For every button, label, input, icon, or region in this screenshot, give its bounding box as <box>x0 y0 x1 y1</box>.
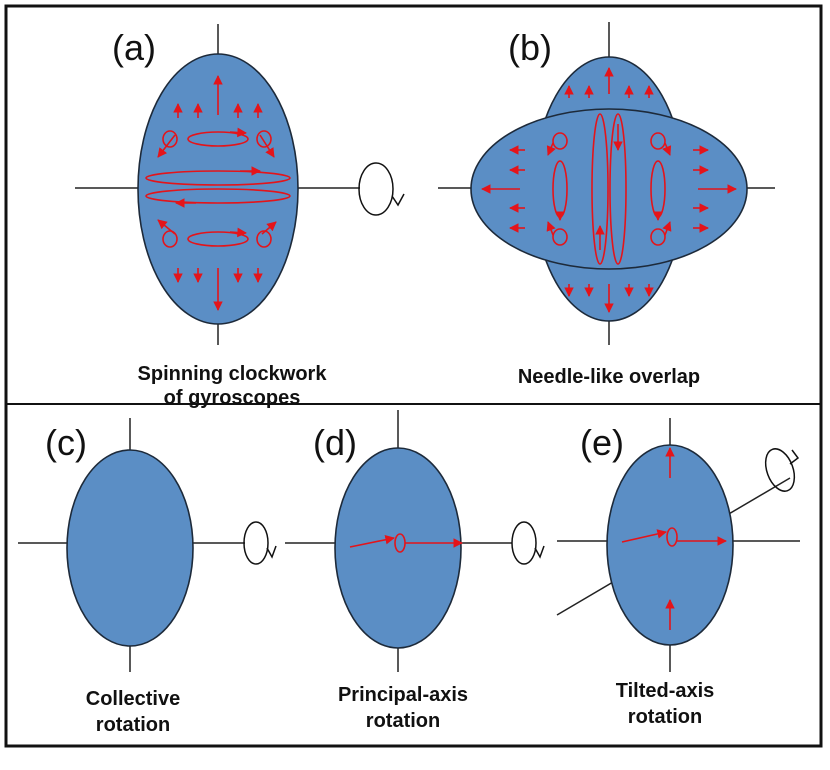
panel-b-flow-pattern <box>481 67 737 313</box>
panel-e: (e) Tilted-axis rotation <box>556 418 800 728</box>
panel-a-label: (a) <box>112 27 156 68</box>
panel-d-caption-line-2: rotation <box>366 710 440 732</box>
panel-b-label: (b) <box>508 27 552 68</box>
panel-c-nucleus-body <box>66 449 194 647</box>
panel-a-caption-line-1: Spinning clockwork <box>138 363 328 385</box>
panel-c-rotation-icon <box>243 521 277 565</box>
panel-d-nucleus-body <box>334 447 462 649</box>
panel-b-caption: Needle-like overlap <box>518 366 700 388</box>
panel-d-label: (d) <box>313 422 357 463</box>
panel-c-label: (c) <box>45 422 87 463</box>
panel-b-oblate-body <box>470 108 748 270</box>
panel-e-rotation-icon <box>764 448 800 492</box>
panel-a-caption-line-2: of gyroscopes <box>164 387 301 409</box>
panel-e-caption-line-1: Tilted-axis <box>616 680 715 702</box>
panel-c: (c) Collective rotation <box>18 418 277 736</box>
panel-b: (b) <box>438 22 775 388</box>
panel-a-rotation-icon <box>358 162 405 216</box>
panel-d: (d) Principal-axis rotation <box>285 410 545 732</box>
panel-d-angular-momentum <box>349 533 463 553</box>
outer-frame <box>4 4 823 748</box>
panel-e-flow-pattern <box>621 447 727 630</box>
panel-e-caption-line-2: rotation <box>628 706 702 728</box>
panel-c-caption-line-2: rotation <box>96 714 170 736</box>
panel-a: (a) <box>75 24 405 409</box>
panel-d-rotation-icon <box>511 521 545 565</box>
panel-e-label: (e) <box>580 422 624 463</box>
panel-a-flow-pattern <box>145 75 291 311</box>
panel-d-caption-line-1: Principal-axis <box>338 684 468 706</box>
panel-c-caption-line-1: Collective <box>86 688 180 710</box>
